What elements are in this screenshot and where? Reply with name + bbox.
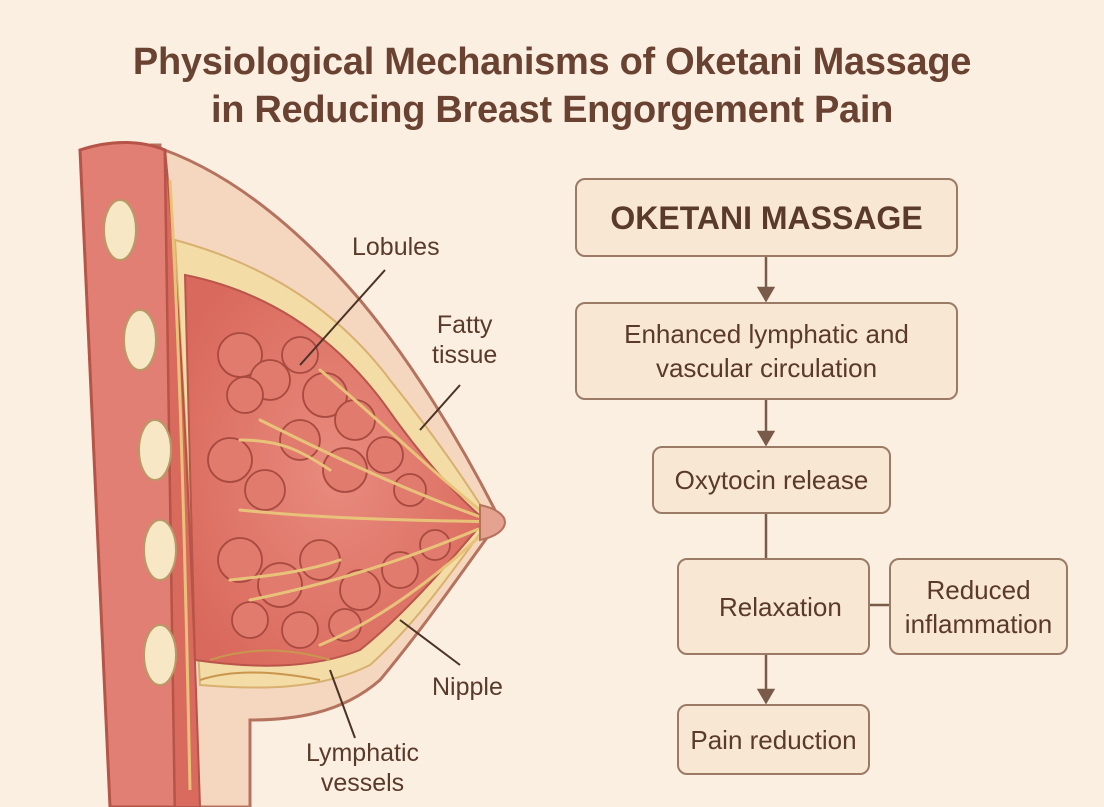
pain-reduction-box: Pain reduction <box>677 704 870 775</box>
inflammation-line-1: Reduced <box>905 573 1052 607</box>
circulation-line-1: Enhanced lymphatic and <box>624 317 909 351</box>
oketani-massage-text: OKETANI MASSAGE <box>610 201 922 235</box>
relaxation-text: Relaxation <box>719 590 842 624</box>
oketani-massage-box: OKETANI MASSAGE <box>575 178 958 257</box>
circulation-box: Enhanced lymphatic and vascular circulat… <box>575 302 958 400</box>
circulation-line-2: vascular circulation <box>624 351 909 385</box>
oxytocin-box: Oxytocin release <box>652 446 891 514</box>
pain-reduction-text: Pain reduction <box>690 723 856 757</box>
relaxation-box: Relaxation <box>677 558 870 655</box>
oxytocin-text: Oxytocin release <box>675 463 869 497</box>
reduced-inflammation-box: Reduced inflammation <box>889 558 1068 655</box>
inflammation-line-2: inflammation <box>905 607 1052 641</box>
